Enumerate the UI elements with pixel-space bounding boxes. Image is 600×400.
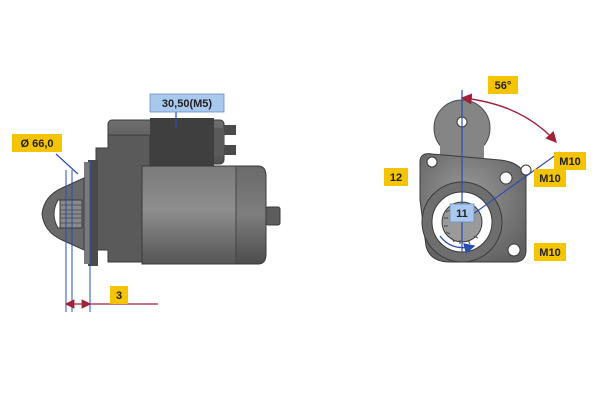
pinion-nose	[41, 177, 85, 251]
svg-text:Ø 66,0: Ø 66,0	[20, 138, 53, 150]
front-dimensions	[460, 90, 561, 252]
svg-text:12: 12	[390, 172, 402, 184]
drive-housing	[84, 134, 151, 266]
terminal-label: 30,50(M5)	[149, 93, 225, 113]
flange-plate	[419, 153, 532, 263]
teeth-label: 12	[384, 168, 408, 186]
bolt-label-3: M10	[534, 243, 566, 261]
svg-text:M10: M10	[559, 156, 580, 168]
svg-text:56°: 56°	[495, 80, 512, 92]
bolt-label-1: M10	[554, 152, 586, 170]
offset-label: 3	[110, 286, 128, 304]
front-view: 56° M10 M10 M10 12 11	[384, 76, 586, 263]
bolt-label-2: M10	[534, 169, 566, 187]
side-view: 30,50(M5) Ø 66,0 3	[12, 93, 281, 312]
svg-text:M10: M10	[539, 247, 560, 259]
svg-text:3: 3	[116, 290, 122, 302]
diameter-label: Ø 66,0	[12, 134, 62, 152]
svg-text:30,50(M5): 30,50(M5)	[162, 98, 212, 110]
svg-text:M10: M10	[539, 173, 560, 185]
svg-text:11: 11	[456, 208, 468, 220]
angle-label: 56°	[488, 76, 518, 94]
center-label: 11	[449, 203, 475, 223]
motor-body	[141, 165, 281, 265]
